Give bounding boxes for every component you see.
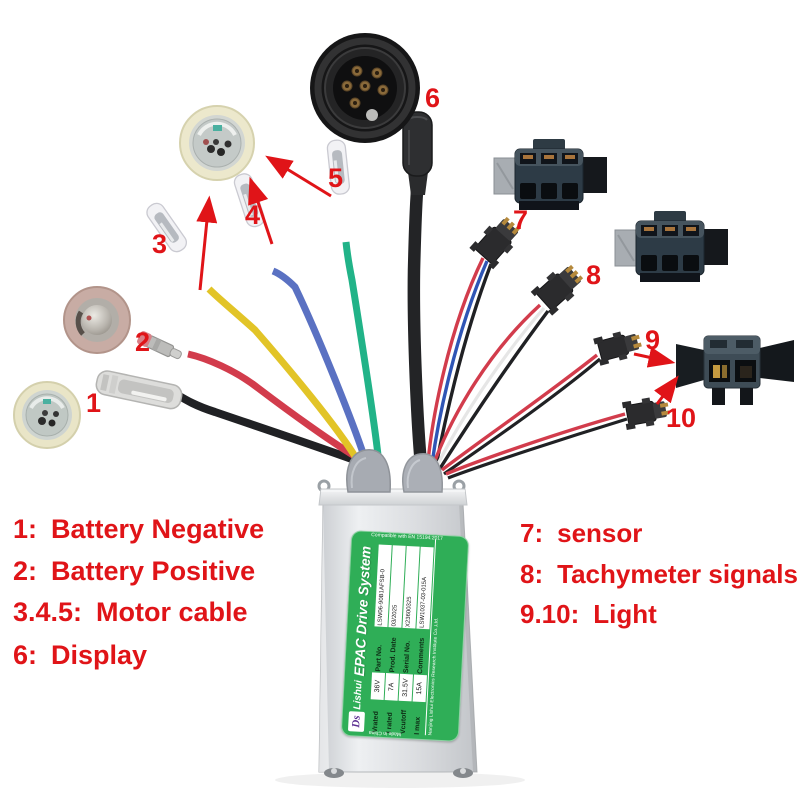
legend-num: 7: bbox=[520, 518, 544, 548]
crimp-terminal-2 bbox=[137, 331, 182, 360]
spec-value: 31.5V bbox=[398, 673, 413, 702]
bullet-terminal-5 bbox=[326, 139, 351, 195]
motor-connector-face bbox=[179, 105, 255, 181]
spec-param: Vcutoff bbox=[399, 709, 409, 735]
callout-2: 2 bbox=[135, 327, 151, 357]
annotation-arrows bbox=[196, 155, 679, 405]
light-plug-10 bbox=[621, 397, 670, 430]
motor-wire-yellow bbox=[206, 286, 360, 460]
label-made-in: Made in China bbox=[368, 729, 402, 737]
callout-7: 7 bbox=[513, 205, 529, 235]
spec-param: Vrated bbox=[371, 711, 381, 733]
spec-param: I max bbox=[413, 716, 422, 735]
motor-wire-green bbox=[342, 241, 382, 456]
callout-4: 4 bbox=[245, 200, 261, 230]
light-socket bbox=[676, 335, 794, 405]
legend-label: sensor bbox=[557, 518, 643, 548]
arrow-4-to-motor-connector bbox=[248, 176, 274, 245]
spec-value: 7A bbox=[384, 673, 400, 701]
sensor-plug-7 bbox=[469, 216, 521, 270]
spec-field: Part No. bbox=[375, 644, 384, 672]
legend-num: 8: bbox=[520, 559, 544, 589]
tachymeter-wires bbox=[431, 303, 550, 471]
tachymeter-plug-8 bbox=[530, 264, 584, 316]
callout-5: 5 bbox=[328, 163, 344, 193]
battery-negative-terminal-face bbox=[13, 381, 81, 449]
legend-num: 6: bbox=[13, 640, 38, 670]
product-name: EPAC Drive System bbox=[350, 545, 374, 677]
spade-terminal-1 bbox=[95, 370, 183, 410]
sensor-socket bbox=[493, 139, 607, 210]
display-socket-6pin bbox=[310, 33, 420, 143]
spec-param: I rated bbox=[385, 712, 394, 734]
legend-item-battery-positive: 2: Battery Positive bbox=[13, 558, 255, 585]
motor-wire-blue bbox=[271, 267, 368, 458]
cable-grommet-right bbox=[402, 453, 443, 493]
legend-num: 9.10: bbox=[520, 599, 580, 629]
tachymeter-socket bbox=[614, 211, 728, 282]
legend-item-tachymeter: 8: Tachymeter signals bbox=[520, 561, 798, 587]
legend-item-light: 9.10: Light bbox=[520, 601, 657, 627]
legend-num: 3.4.5: bbox=[13, 597, 83, 627]
brand-name: Lishui bbox=[351, 679, 365, 710]
legend-label: Display bbox=[51, 640, 148, 670]
light-plug-9 bbox=[593, 331, 642, 366]
spec-value: 36V bbox=[370, 672, 386, 700]
battery-positive-terminal-face bbox=[63, 286, 131, 354]
lishui-logo-icon: Ds bbox=[347, 711, 365, 732]
controller-spec-label: Ds Lishui EPAC Drive System Vrated 36V P… bbox=[340, 530, 470, 742]
light-wires-9 bbox=[440, 353, 602, 476]
spec-field: Comments bbox=[417, 637, 426, 675]
arrow-5-to-motor-connector bbox=[265, 155, 332, 198]
callout-6: 6 bbox=[425, 83, 441, 113]
spec-field: Serial No. bbox=[403, 640, 412, 674]
legend-label: Battery Negative bbox=[51, 514, 265, 544]
callout-9: 9 bbox=[645, 325, 661, 355]
bullet-terminal-3 bbox=[146, 202, 188, 253]
callout-3: 3 bbox=[152, 229, 168, 259]
legend-num: 2: bbox=[13, 556, 38, 586]
legend-item-display: 6: Display bbox=[13, 642, 147, 669]
controller-spec-label-content: Ds Lishui EPAC Drive System Vrated 36V P… bbox=[343, 532, 467, 740]
legend-item-sensor: 7: sensor bbox=[520, 520, 642, 546]
arrow-3-to-motor-connector bbox=[196, 195, 218, 291]
display-cable bbox=[402, 111, 433, 466]
spec-table: Vrated 36V Part No. LSW06-90B1AFSB-0 I r… bbox=[368, 536, 437, 736]
spec-value: 15A bbox=[412, 674, 427, 703]
legend-label: Tachymeter signals bbox=[557, 559, 798, 589]
legend-label: Battery Positive bbox=[51, 556, 256, 586]
legend-label: Motor cable bbox=[96, 597, 248, 627]
callout-8: 8 bbox=[586, 260, 602, 290]
legend-num: 1: bbox=[13, 514, 38, 544]
callout-10: 10 bbox=[666, 403, 697, 433]
legend-label: Light bbox=[593, 599, 657, 629]
battery-negative-wire bbox=[173, 390, 362, 466]
cable-grommet-left bbox=[346, 449, 391, 493]
sensor-wires bbox=[426, 257, 493, 467]
legend-item-battery-negative: 1: Battery Negative bbox=[13, 516, 264, 543]
battery-positive-wire bbox=[187, 350, 365, 465]
arrow-10-to-light-socket bbox=[654, 375, 679, 405]
light-wires-10 bbox=[445, 412, 628, 480]
arrow-9-to-light-socket bbox=[633, 346, 676, 368]
legend-item-motor-cable: 3.4.5: Motor cable bbox=[13, 599, 248, 626]
callout-1: 1 bbox=[86, 388, 102, 418]
spec-field: Prod. Date bbox=[389, 637, 398, 673]
